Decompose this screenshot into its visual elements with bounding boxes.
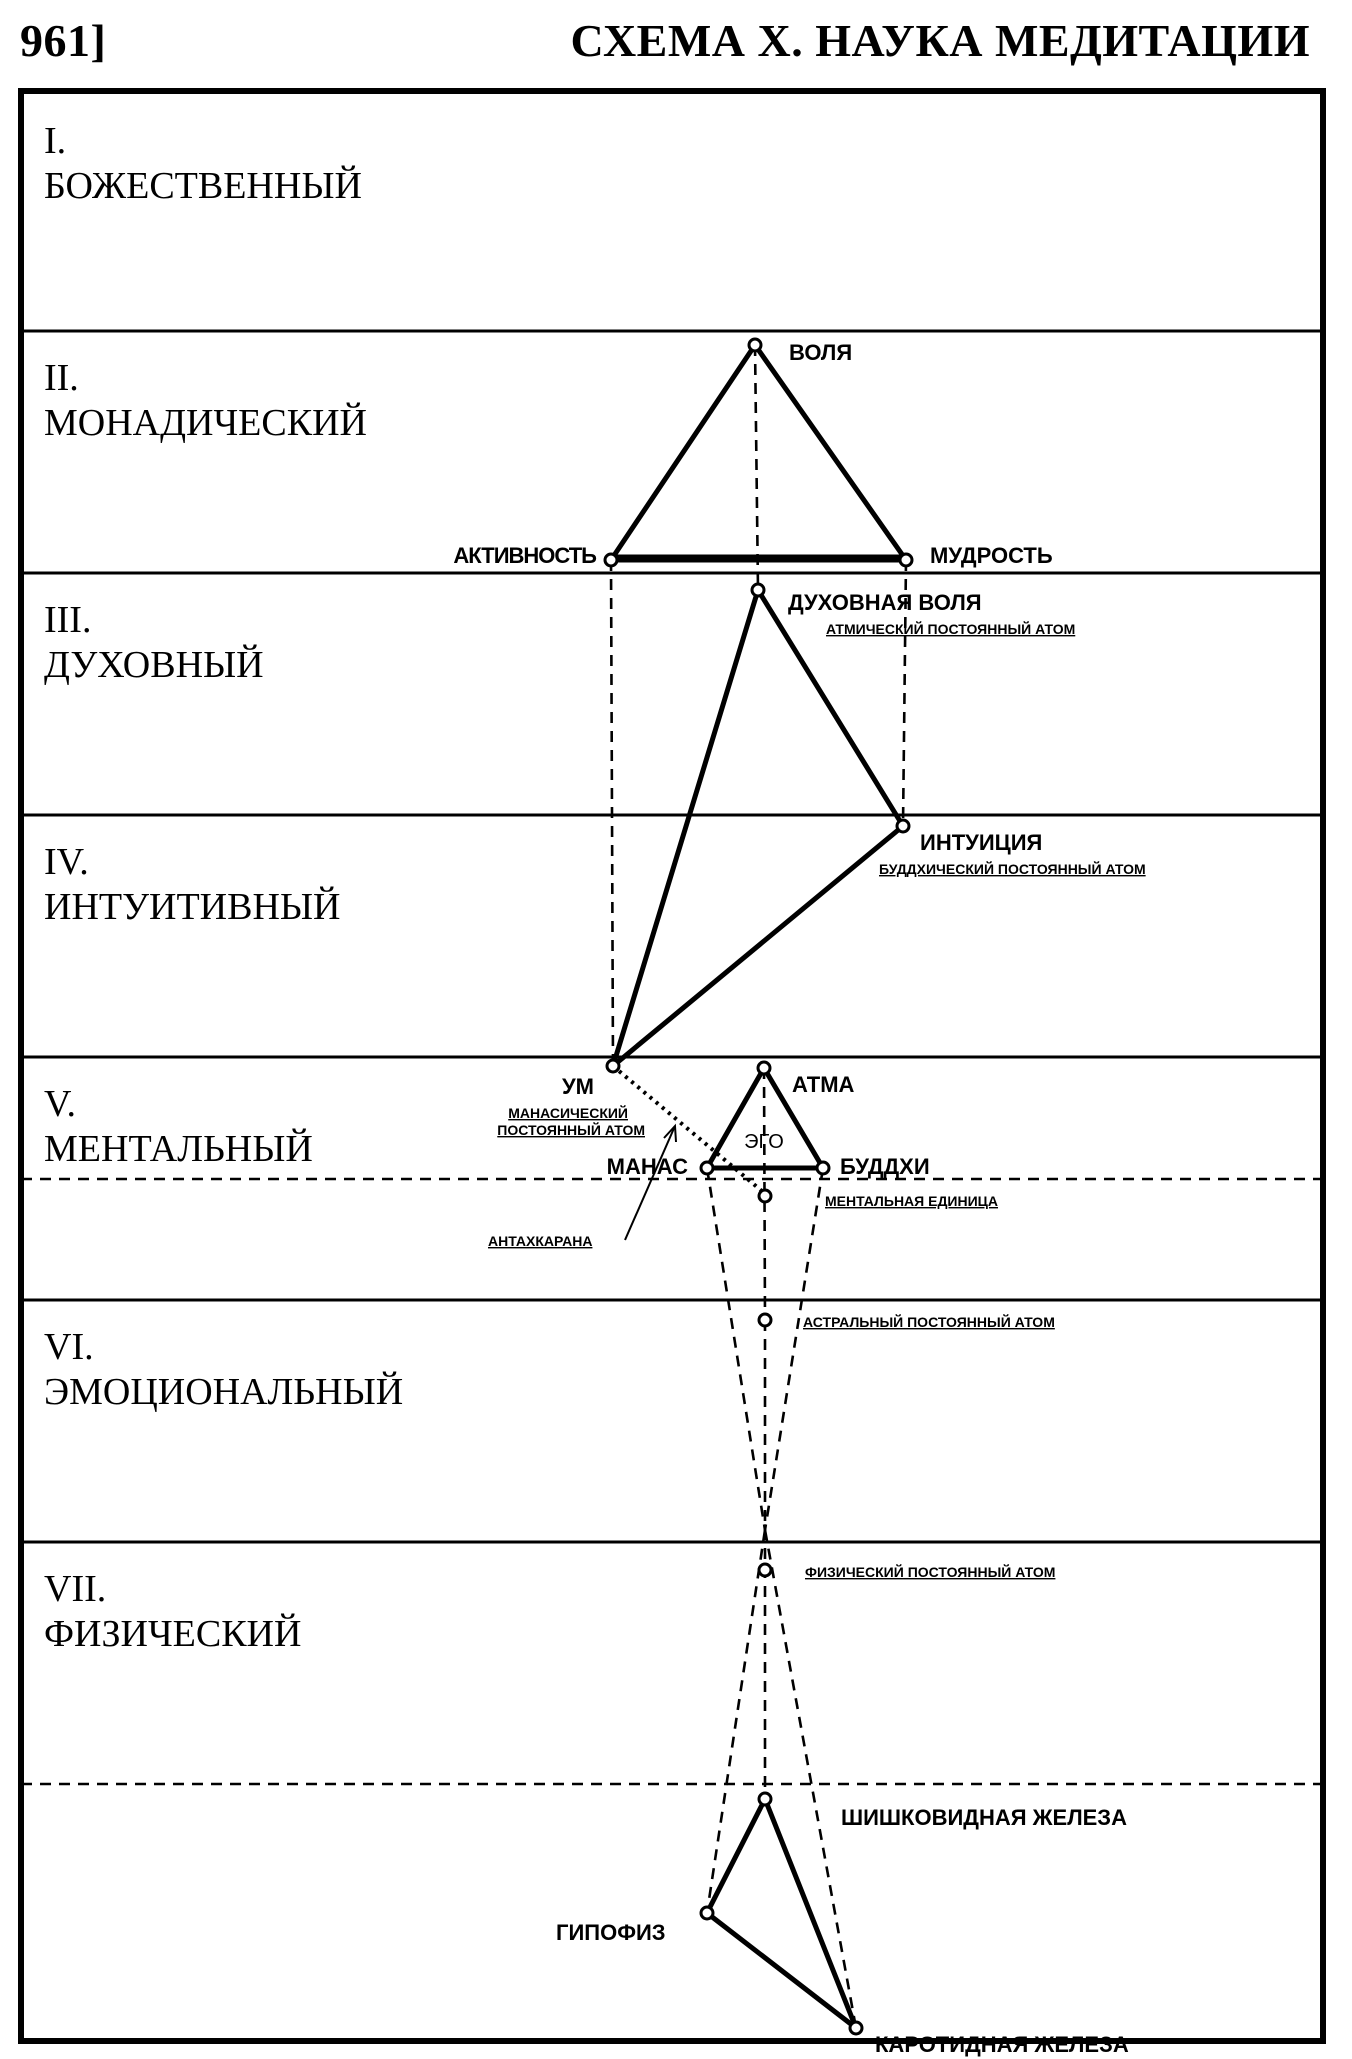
antakharana-bridge [611,1064,765,1194]
page-number: 961] [20,15,107,66]
plane-5-name: МЕНТАЛЬНЫЙ [44,1128,313,1170]
plane-7-name: ФИЗИЧЕСКИЙ [44,1613,301,1655]
plane-7-number: VII. [44,1568,106,1610]
label-dukhovnaya-volya: ДУХОВНАЯ ВОЛЯ [788,590,982,615]
label-manasic-atom-line2: ПОСТОЯННЫЙ АТОМ [497,1121,645,1138]
node-astral-atom [757,1312,773,1328]
label-buddhi: БУДДХИ [840,1154,930,1179]
node-manas [699,1160,715,1176]
label-pituitary: ГИПОФИЗ [556,1920,666,1945]
plane-4-number: IV. [44,841,89,883]
plane-6-name: ЭМОЦИОНАЛЬНЫЙ [44,1371,403,1413]
label-manas: МАНАС [607,1154,688,1179]
label-antakharana: АНТАХКАРАНА [488,1233,592,1249]
node-aktivnost [603,552,619,568]
spiritual-triad [610,587,906,1069]
node-atma [756,1060,772,1076]
label-atma: АТМА [792,1072,855,1097]
page-title: СХЕМА X. НАУКА МЕДИТАЦИИ [570,15,1310,66]
label-atmic-atom: АТМИЧЕСКИЙ ПОСТОЯННЫЙ АТОМ [826,620,1075,637]
plane-6-number: VI. [44,1326,94,1368]
plane-4-name: ИНТУИТИВНЫЙ [44,886,340,928]
node-dukhovnaya-volya [750,582,766,598]
node-pituitary [699,1905,715,1921]
plane-3-name: ДУХОВНЫЙ [44,644,264,686]
label-intuitsiya: ИНТУИЦИЯ [920,830,1042,855]
label-aktivnost: АКТИВНОСТЬ [453,543,597,568]
plane-1-name: БОЖЕСТВЕННЫЙ [44,165,362,207]
dashed-connectors [609,344,908,2029]
node-physical-atom [757,1562,773,1578]
diagram-frame [18,88,1326,2044]
plane-1-number: I. [44,120,66,162]
node-intuitsiya [895,818,911,834]
node-pineal [757,1791,773,1807]
label-um: УМ [562,1074,594,1099]
monadic-triad [608,342,909,563]
node-buddhi [815,1160,831,1176]
label-astral-atom: АСТРАЛЬНЫЙ ПОСТОЯННЫЙ АТОМ [803,1313,1055,1330]
plane-5-number: V. [44,1083,76,1125]
node-mudrost [898,552,914,568]
label-manasic-atom-line1: МАНАСИЧЕСКИЙ [508,1104,628,1121]
plane-3-number: III. [44,599,91,641]
plane-2-number: II. [44,357,79,399]
label-ego: ЭГО [744,1131,784,1153]
diagram-nodes [603,337,914,2036]
ego-triangle [704,1065,826,1171]
node-mental-unit [757,1188,773,1204]
diagram-labels: ВОЛЯ АКТИВНОСТЬ МУДРОСТЬ ДУХОВНАЯ ВОЛЯ А… [453,340,1145,2057]
node-volya [747,337,763,353]
plane-titles: I. БОЖЕСТВЕННЫЙ II. МОНАДИЧЕСКИЙ III. ДУ… [44,120,403,1655]
plane-dividers [21,329,1323,1786]
label-buddhic-atom: БУДДХИЧЕСКИЙ ПОСТОЯННЫЙ АТОМ [879,860,1146,877]
label-carotid: КАРОТИДНАЯ ЖЕЛЕЗА [875,2032,1129,2057]
label-mudrost: МУДРОСТЬ [930,543,1053,568]
label-physical-atom: ФИЗИЧЕСКИЙ ПОСТОЯННЫЙ АТОМ [805,1563,1055,1580]
node-carotid [848,2020,864,2036]
node-um [605,1058,621,1074]
label-volya: ВОЛЯ [789,340,852,365]
label-pineal: ШИШКОВИДНАЯ ЖЕЛЕЗА [841,1805,1127,1830]
plane-2-name: МОНАДИЧЕСКИЙ [44,402,367,444]
antakharana-pointer [624,1123,677,1241]
label-mental-unit: МЕНТАЛЬНАЯ ЕДИНИЦА [825,1193,998,1209]
glands-triangle [704,1796,859,2031]
